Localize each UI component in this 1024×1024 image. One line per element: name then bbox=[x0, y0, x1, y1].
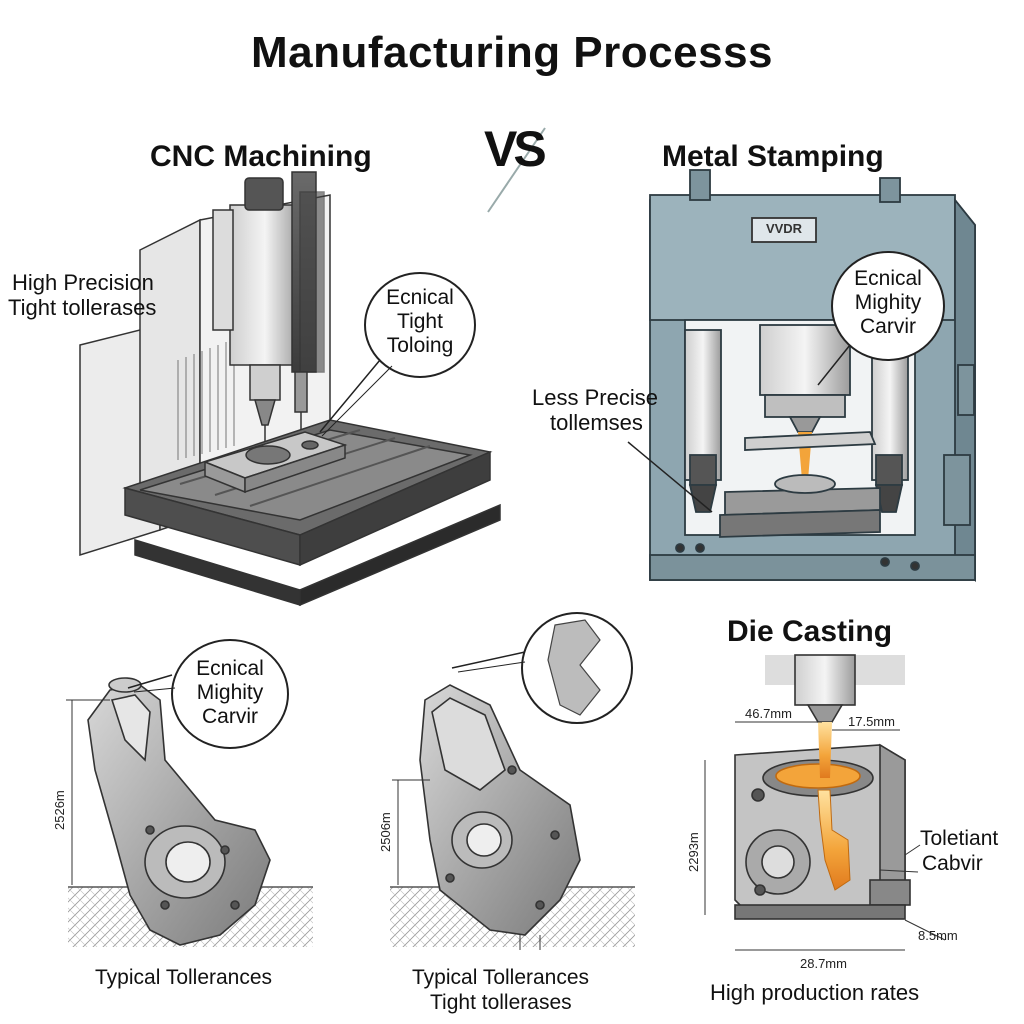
die-note-line1: Toletiant bbox=[920, 827, 999, 850]
middle-part-caption-line2: Tight tollerases bbox=[430, 991, 572, 1014]
less-precise-leader bbox=[627, 441, 713, 513]
middle-part bbox=[390, 684, 635, 950]
press-brand-plate: VVDR bbox=[765, 221, 803, 236]
middle-part-zoom-bubble bbox=[451, 612, 633, 724]
die-dim-bottom: 28.7mm bbox=[800, 956, 847, 971]
stamping-note-line1: Less Precise bbox=[532, 385, 658, 410]
cnc-note-line2: Tight tollerases bbox=[8, 295, 157, 320]
left-part bbox=[66, 677, 313, 947]
left-part-bubble-text: Ecnical Mighity Carvir bbox=[180, 657, 280, 729]
left-bubble-line3: Carvir bbox=[202, 705, 258, 728]
die-dim-top-right: 17.5mm bbox=[848, 714, 895, 729]
cnc-bubble-line1: Ecnical bbox=[386, 286, 454, 309]
die-casting-caption: High production rates bbox=[710, 980, 920, 1005]
cnc-machine bbox=[79, 171, 501, 607]
left-part-dimension: 2526m bbox=[52, 790, 67, 830]
cnc-callout-bubble bbox=[319, 272, 476, 437]
die-casting-machine bbox=[704, 654, 946, 951]
cnc-bubble-text: Ecnical Tight Toloing bbox=[370, 286, 470, 358]
die-note-line2: Cabvir bbox=[922, 852, 983, 875]
vs-label: VS bbox=[484, 121, 547, 177]
left-bubble-line1: Ecnical bbox=[196, 657, 264, 680]
cnc-bubble-line2: Tight bbox=[397, 310, 443, 333]
middle-part-caption-line1: Typical Tollerances bbox=[412, 966, 590, 989]
die-dim-bottom-right: 8.5mm bbox=[918, 928, 958, 943]
middle-part-dimension: 2506m bbox=[378, 812, 393, 852]
left-part-caption: Typical Tollerances bbox=[95, 966, 273, 989]
die-dim-side: 2293m bbox=[686, 832, 701, 872]
page-title: Manufacturing Processs bbox=[250, 28, 774, 77]
die-dim-top-left: 46.7mm bbox=[745, 706, 792, 721]
vs-slash bbox=[487, 127, 546, 213]
cnc-heading: CNC Machining bbox=[150, 140, 372, 173]
left-part-bubble bbox=[127, 639, 289, 749]
die-casting-heading: Die Casting bbox=[727, 615, 893, 648]
stamping-bubble-text: Ecnical Mighity Carvir bbox=[838, 267, 938, 339]
stamping-bubble-line1: Ecnical bbox=[854, 267, 922, 290]
cnc-note-line1: High Precision bbox=[12, 270, 154, 295]
stamping-bubble-line3: Carvir bbox=[860, 315, 916, 338]
stamping-bubble-line2: Mighity bbox=[854, 291, 922, 314]
stamping-callout-bubble bbox=[817, 251, 945, 386]
left-bubble-line2: Mighity bbox=[196, 681, 264, 704]
stamping-note-line2: tollemses bbox=[550, 410, 643, 435]
cnc-bubble-line3: Toloing bbox=[386, 334, 454, 357]
stamping-heading: Metal Stamping bbox=[662, 140, 884, 173]
